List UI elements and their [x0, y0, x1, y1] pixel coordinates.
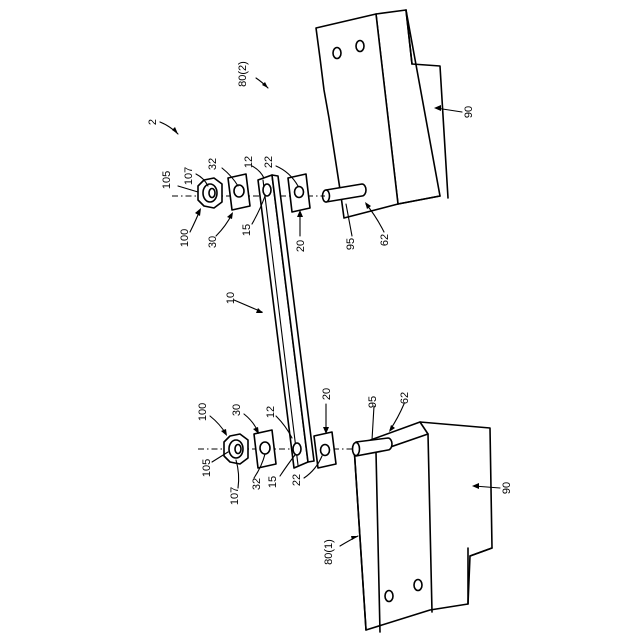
- plate-bottom: [314, 432, 336, 468]
- nut-top: [198, 178, 222, 208]
- washer-bottom: [254, 430, 276, 468]
- label-plate-bottom: 20: [321, 388, 333, 400]
- label-washer-hole-bottom: 32: [251, 478, 263, 490]
- label-nut-flange-bottom: 107: [229, 487, 241, 505]
- bar-hole-top: [263, 184, 271, 196]
- plate-top: [288, 174, 310, 212]
- label-nut-body-top: 105: [161, 171, 173, 189]
- label-bar-hole-top: 12: [243, 156, 255, 168]
- label-holder-top: 80(2): [237, 61, 249, 87]
- label-bar-bore-bottom: 15: [267, 476, 279, 488]
- label-bar-hole-bottom: 12: [265, 406, 277, 418]
- mounting-block-top: [316, 10, 448, 218]
- link-bar: [258, 175, 314, 468]
- label-plate-hole-top: 22: [263, 156, 275, 168]
- label-washer-bottom: 30: [231, 404, 243, 416]
- label-pin-bottom: 62: [399, 392, 411, 404]
- label-assembly: 2: [147, 119, 159, 125]
- label-nut-top: 100: [179, 229, 191, 247]
- label-bar: 10: [225, 292, 237, 304]
- label-plate-hole-bottom: 22: [291, 474, 303, 486]
- label-block-bottom: 90: [501, 482, 513, 494]
- label-holder-bottom: 80(1): [323, 539, 335, 565]
- label-washer-top: 30: [207, 236, 219, 248]
- washer-top: [228, 174, 250, 210]
- label-pin-top: 62: [379, 234, 391, 246]
- label-nut-bottom: 100: [197, 403, 209, 421]
- label-nut-body-bottom: 105: [201, 459, 213, 477]
- label-washer-hole-top: 32: [207, 158, 219, 170]
- label-nut-flange-top: 107: [183, 167, 195, 185]
- label-pin-shaft-top: 95: [345, 238, 357, 250]
- label-pin-shaft-bottom: 95: [367, 396, 379, 408]
- label-bar-bore-top: 15: [241, 224, 253, 236]
- mounting-block-bottom: [354, 422, 492, 632]
- bar-hole-bottom: [293, 443, 301, 455]
- label-block-top: 90: [463, 106, 475, 118]
- label-plate-top: 20: [295, 240, 307, 252]
